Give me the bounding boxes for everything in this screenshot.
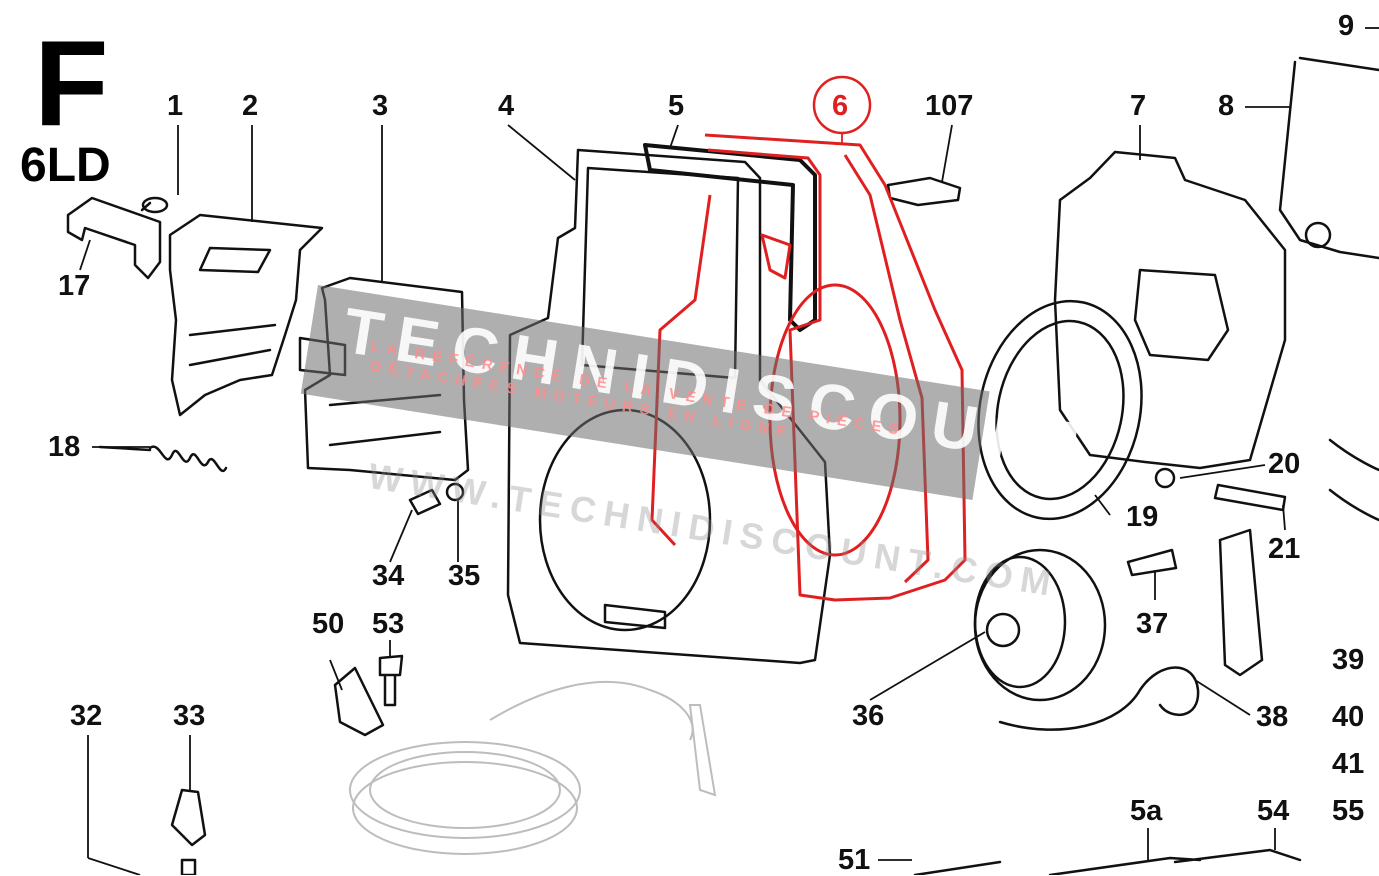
callout-33: 33 xyxy=(173,700,206,732)
callout-50: 50 xyxy=(312,608,345,640)
callout-17: 17 xyxy=(58,270,91,302)
callout-4: 4 xyxy=(498,90,515,122)
callout-55: 55 xyxy=(1332,795,1365,827)
part-37-bolt xyxy=(1126,548,1178,577)
part-107-clip xyxy=(886,176,962,207)
callout-51: 51 xyxy=(838,844,871,876)
part-20-nut xyxy=(1154,467,1176,489)
part-1-screw xyxy=(140,196,169,214)
callout-107: 107 xyxy=(925,90,974,122)
part-17-clamp xyxy=(66,196,162,280)
callout-41: 41 xyxy=(1332,748,1365,780)
leader-lines xyxy=(79,27,1379,875)
callout-19: 19 xyxy=(1126,501,1159,533)
callout-5: 5 xyxy=(668,90,685,122)
part-53-bolt xyxy=(378,654,404,707)
callout-9: 9 xyxy=(1338,10,1355,42)
faded-background-parts xyxy=(349,680,717,855)
section-letter: F xyxy=(34,15,109,151)
callout-5a: 5a xyxy=(1130,795,1163,827)
engine-code: 6LD xyxy=(20,139,111,192)
callout-18: 18 xyxy=(48,431,81,463)
part-5-gasket xyxy=(643,143,817,332)
part-33-fitting xyxy=(170,788,207,875)
callout-6-highlighted: 6 xyxy=(832,90,849,122)
part-2-bracket xyxy=(168,213,324,417)
lower-partial-parts xyxy=(913,848,1302,875)
part-50-lug xyxy=(333,666,385,737)
callout-40: 40 xyxy=(1332,701,1365,733)
callout-21: 21 xyxy=(1268,533,1301,565)
callout-3: 3 xyxy=(372,90,389,122)
part-6-highlighted-shroud xyxy=(650,75,967,602)
callout-32: 32 xyxy=(70,700,103,732)
callout-8: 8 xyxy=(1218,90,1235,122)
callout-38: 38 xyxy=(1256,701,1289,733)
callout-1: 1 xyxy=(167,90,184,122)
callout-7: 7 xyxy=(1130,90,1147,122)
part-7-cover xyxy=(1053,150,1287,470)
callout-35: 35 xyxy=(448,560,481,592)
part-21-bolt xyxy=(1213,483,1287,512)
callout-2: 2 xyxy=(242,90,259,122)
callout-20: 20 xyxy=(1268,448,1301,480)
callout-39: 39 xyxy=(1332,644,1365,676)
callout-36: 36 xyxy=(852,700,885,732)
part-36-pulley xyxy=(973,548,1107,702)
callout-53: 53 xyxy=(372,608,405,640)
part-18-spring xyxy=(98,445,228,472)
part-8-housing xyxy=(1278,56,1379,522)
callout-37: 37 xyxy=(1136,608,1169,640)
callout-34: 34 xyxy=(372,560,405,592)
part-38-handle-rope xyxy=(998,528,1264,731)
callout-54: 54 xyxy=(1257,795,1290,827)
part-34-35-screw-washer xyxy=(408,482,465,516)
